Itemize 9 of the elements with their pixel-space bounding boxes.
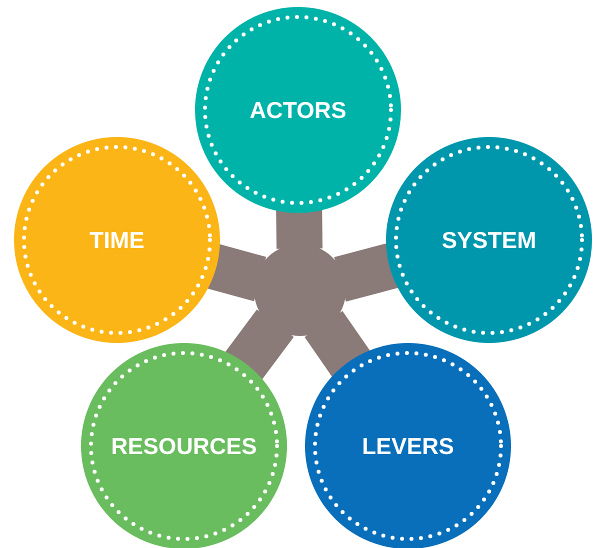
node-label: RESOURCES	[111, 432, 257, 460]
connector-arm	[207, 244, 266, 302]
connector-arm	[334, 243, 398, 302]
node-label: SYSTEM	[442, 226, 536, 254]
node-label: LEVERS	[362, 432, 454, 460]
node-label: ACTORS	[250, 96, 346, 124]
connector-arm	[276, 210, 323, 249]
node-label: TIME	[90, 226, 144, 254]
connector-arm	[225, 310, 294, 380]
